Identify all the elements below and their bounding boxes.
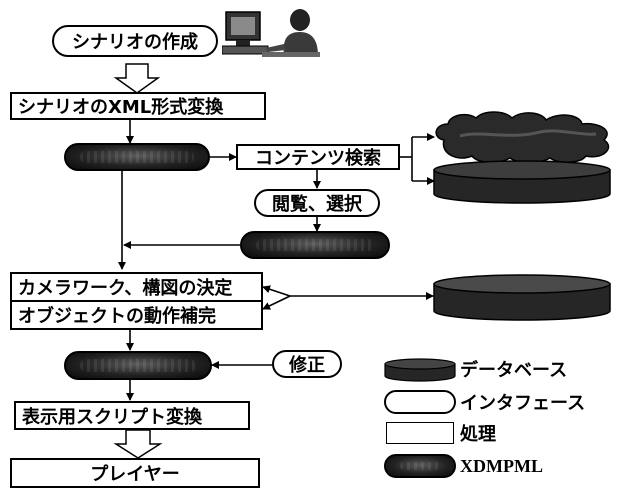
hollow-arrow-2 bbox=[113, 429, 163, 459]
legend: データベース インタフェース 処理 XDMPML bbox=[384, 352, 616, 482]
database-drum-2 bbox=[432, 160, 612, 204]
database-cloud-1 bbox=[430, 110, 618, 164]
legend-database-swatch bbox=[384, 358, 456, 382]
arrow-db3-to-camera bbox=[262, 285, 291, 297]
node-scenario-create: シナリオの作成 bbox=[52, 25, 218, 57]
arrow-db3-to-motion bbox=[262, 295, 291, 310]
node-xml-convert: シナリオのXML形式変換 bbox=[10, 92, 266, 120]
operator-at-computer-illustration bbox=[221, 6, 322, 58]
legend-xdmpml-label: XDMPML bbox=[460, 455, 543, 476]
legend-xdmpml-swatch bbox=[384, 454, 456, 478]
legend-interface-swatch bbox=[384, 390, 456, 414]
node-fix: 修正 bbox=[272, 350, 342, 378]
database-drum-3 bbox=[432, 274, 612, 322]
legend-process-swatch bbox=[386, 422, 454, 444]
node-script-convert: 表示用スクリプト変換 bbox=[14, 401, 250, 430]
xdmpml-node-2 bbox=[240, 231, 390, 259]
node-camera-work: カメラワーク、構図の決定 bbox=[10, 272, 263, 302]
node-player: プレイヤー bbox=[10, 458, 260, 488]
legend-database-label: データベース bbox=[460, 360, 568, 381]
hollow-arrow-1 bbox=[113, 63, 161, 94]
node-content-search: コンテンツ検索 bbox=[236, 144, 400, 170]
xdmpml-node-3 bbox=[64, 351, 212, 380]
node-browse-select: 閲覧、選択 bbox=[254, 189, 380, 217]
legend-process-label: 処理 bbox=[460, 424, 496, 445]
legend-interface-label: インタフェース bbox=[460, 393, 586, 414]
node-object-motion: オブジェクトの動作補完 bbox=[10, 300, 263, 330]
xdmpml-node-1 bbox=[64, 143, 210, 171]
